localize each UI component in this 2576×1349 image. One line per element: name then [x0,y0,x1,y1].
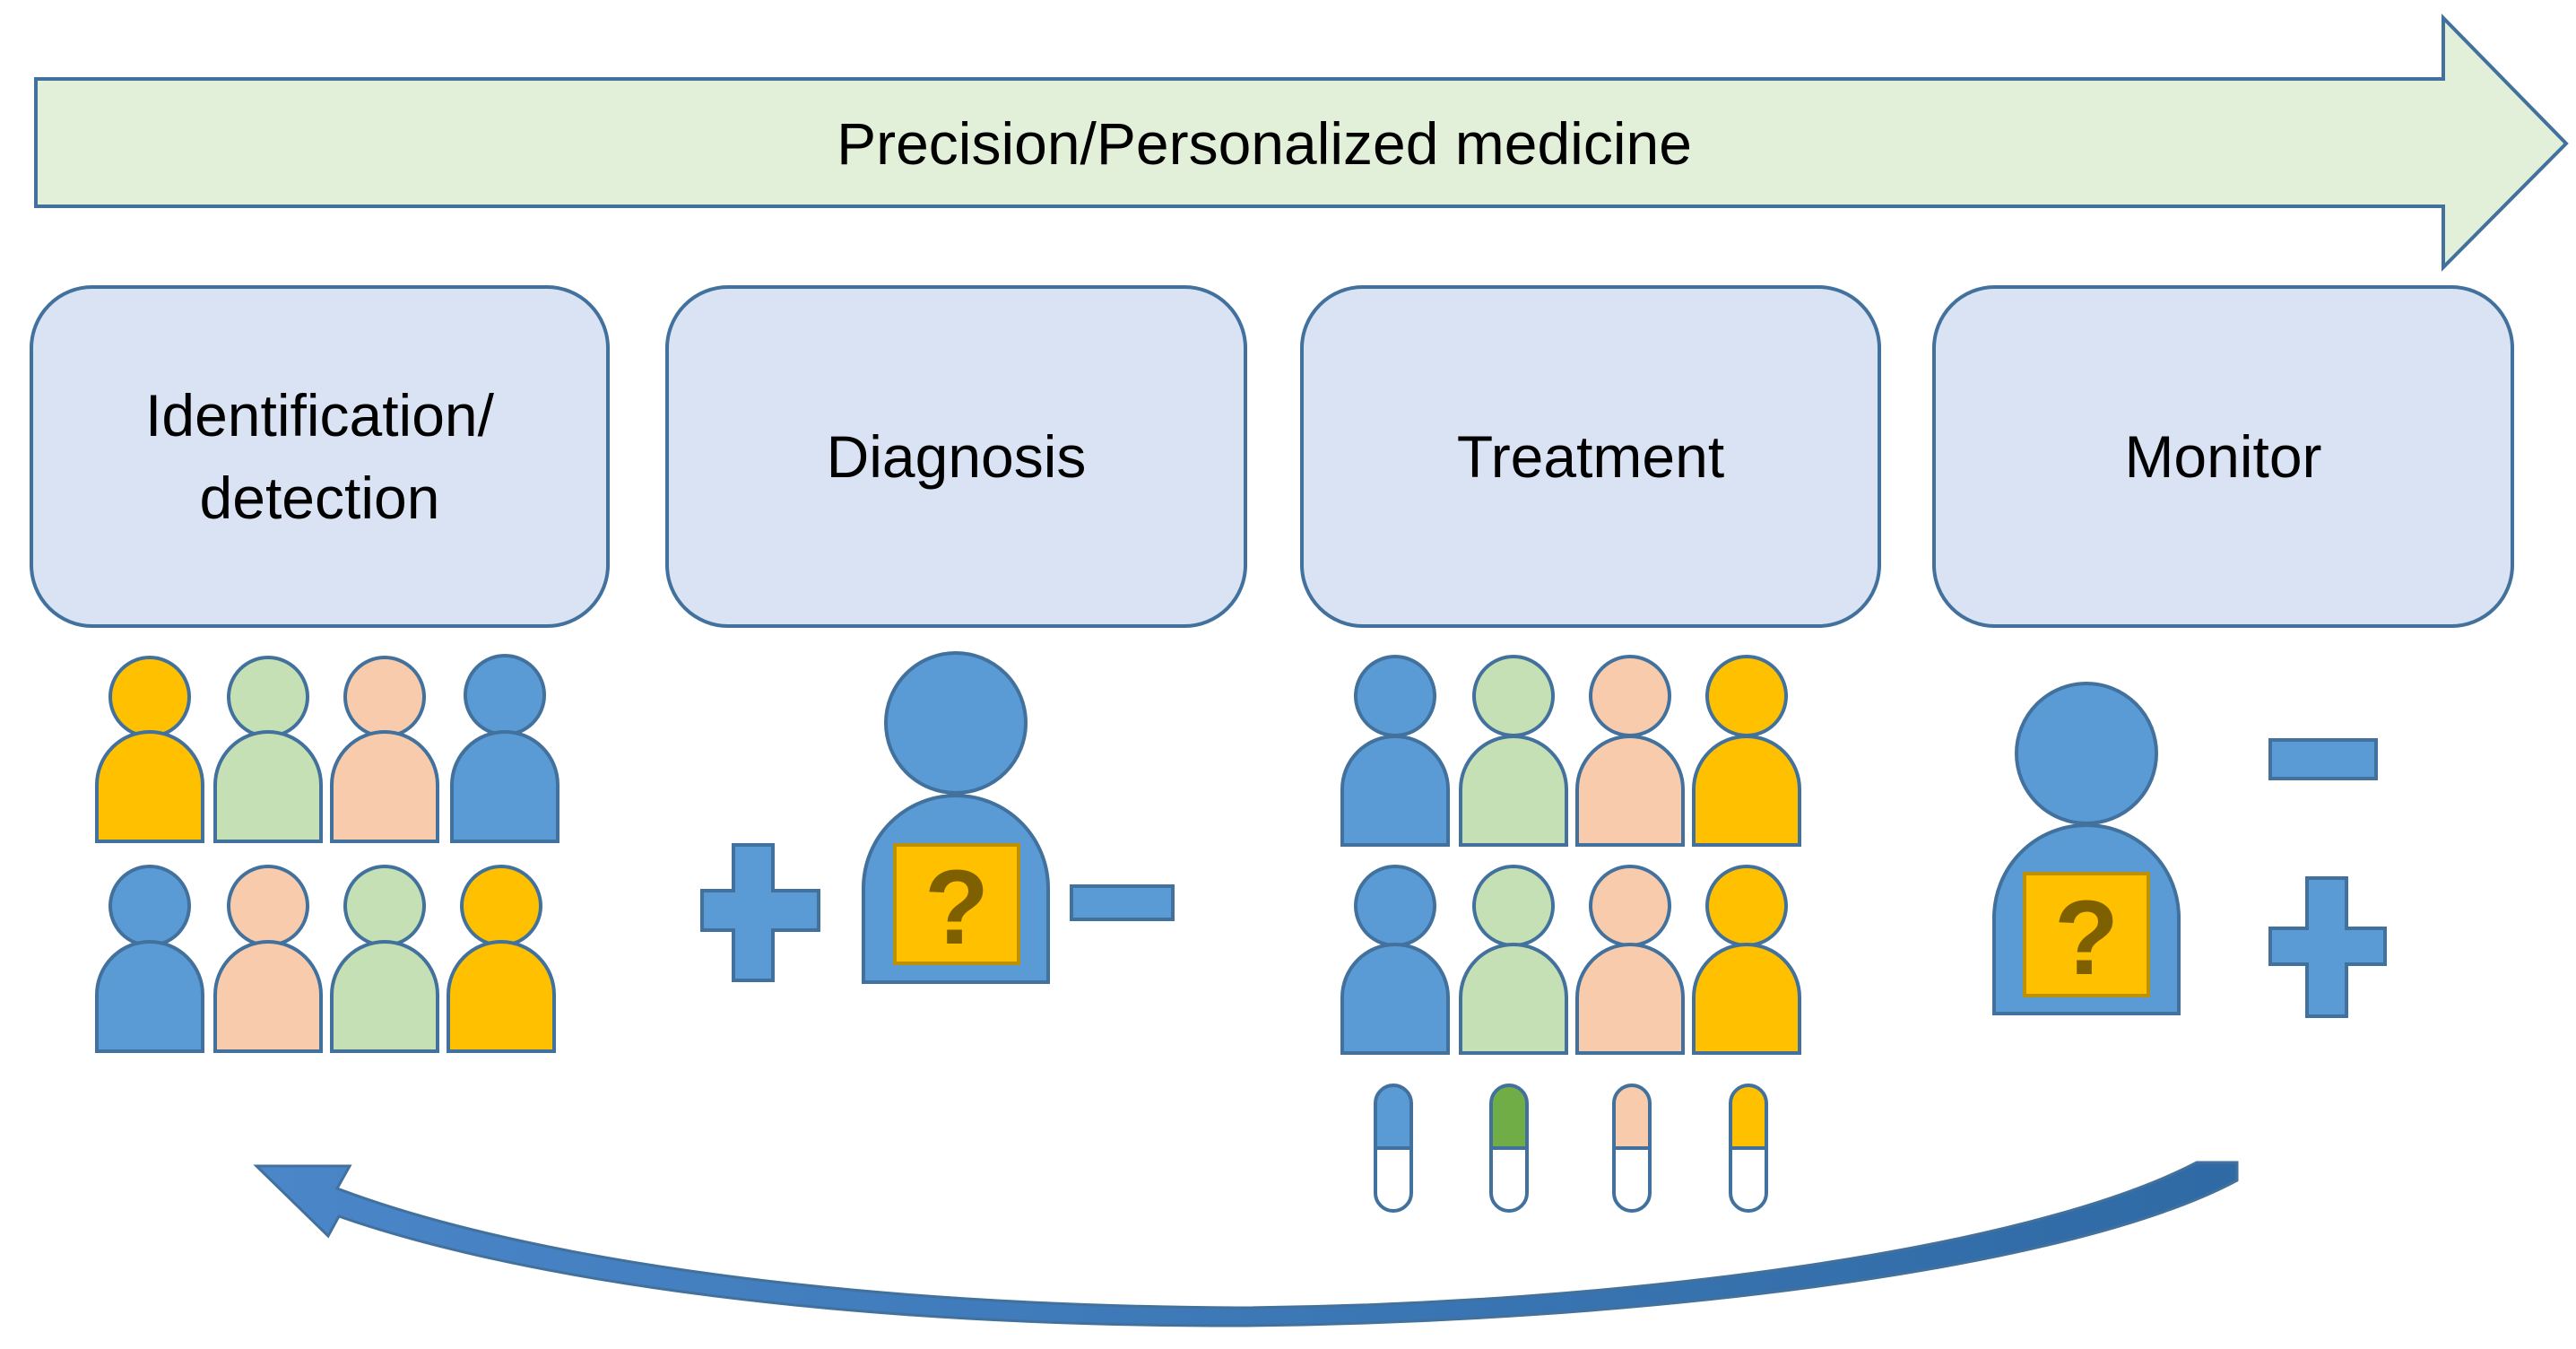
person-icon [1692,865,1801,1055]
person-icon [1340,655,1450,847]
identification-crowd [95,654,559,1053]
pill-icon [1489,1084,1529,1213]
stage-monitor: Monitor [1932,285,2514,628]
stage-diagnosis: Diagnosis [665,285,1247,628]
stage-treatment: Treatment [1300,285,1881,628]
stage-label-line2: detection [199,465,440,531]
person-icon [330,656,439,843]
stage-label: Diagnosis [826,423,1087,490]
person-icon [1459,655,1568,847]
pill-icon [1729,1084,1768,1213]
stage-label: Treatment [1456,423,1725,490]
person-icon [450,654,559,843]
person-icon [1575,865,1685,1055]
plus-icon [700,843,820,982]
person-icon [1459,865,1568,1055]
stage-label-line1: Identification/ [145,382,494,448]
monitor-patient: ? [1992,682,2387,1018]
minus-icon [2268,738,2378,780]
diagnosis-patient: ? [700,651,1175,984]
question-mark-icon: ? [2023,872,2150,997]
pill-icon [1374,1084,1413,1213]
pills [1374,1084,1768,1213]
stage-identification-detection: Identification/ detection [30,285,610,628]
question-mark-icon: ? [893,843,1020,967]
feedback-loop-arrow [253,1161,2239,1327]
svg-text:?: ? [2054,879,2119,997]
svg-text:?: ? [924,849,989,967]
pill-icon [1612,1084,1652,1213]
minus-icon [1070,884,1175,921]
person-icon [1340,865,1450,1055]
treatment-crowd [1340,655,1801,1055]
person-icon [213,656,323,843]
person-icon [1692,655,1801,847]
person-icon [95,865,204,1053]
person-icon [447,865,556,1053]
plus-icon [2268,876,2387,1018]
stage-label: Monitor [2124,423,2322,490]
banner-title: Precision/Personalized medicine [837,110,1692,177]
person-icon [95,656,204,843]
person-icon [213,865,323,1053]
banner-arrow [34,13,2569,272]
person-icon [1575,655,1685,847]
person-icon [330,865,439,1053]
